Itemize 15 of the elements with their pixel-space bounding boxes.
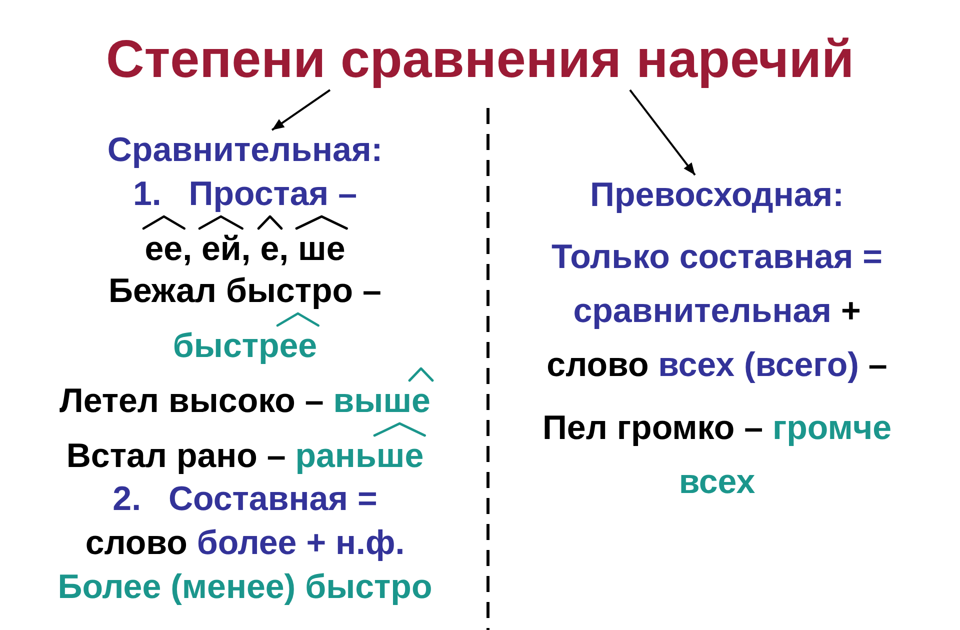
list-item-text: 1. Простая – — [132, 176, 358, 212]
arrow — [629, 89, 696, 176]
example-sentence: Встал рано – раньше — [66, 438, 424, 474]
suffix-list-text: ее, ей, е, ше — [144, 230, 346, 268]
rule-text: слово более + н.ф. — [85, 524, 405, 562]
example-text: Более (менее) быстро — [58, 568, 432, 606]
list-item-text: 2. Составная = — [112, 480, 378, 518]
diagram-title: Степени сравнения наречий — [106, 31, 854, 89]
example-sentence: Летел высоко – выше — [60, 382, 430, 420]
arrow — [271, 89, 331, 131]
section-heading: Сравнительная: — [107, 131, 383, 169]
example-sentence: Пел громко – громче всех — [542, 408, 892, 503]
example-sentence: Бежал быстро – — [108, 272, 382, 310]
comparative-word: быстрее — [172, 328, 318, 364]
section-heading: Превосходная: — [590, 176, 844, 214]
